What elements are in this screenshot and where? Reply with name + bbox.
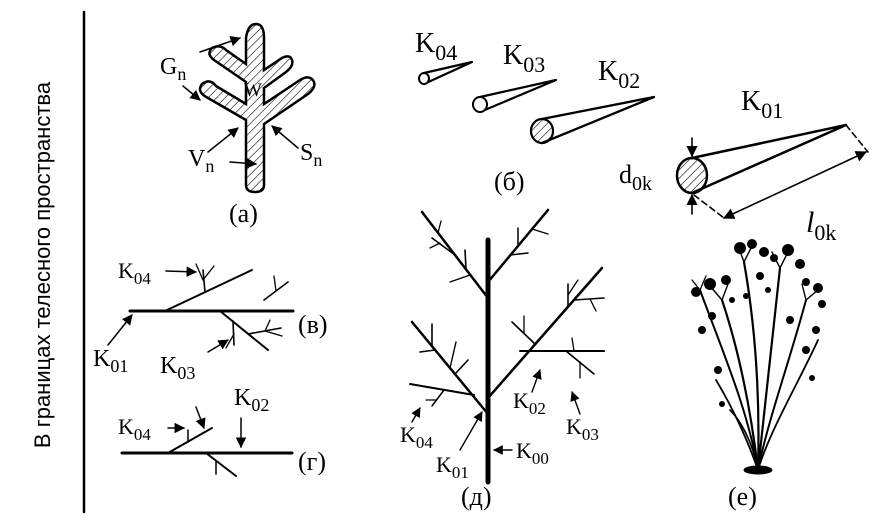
k01-arrow [107, 314, 133, 346]
panel-g: K04 K02 (г) [118, 385, 326, 477]
twig [573, 297, 605, 301]
twig [195, 263, 204, 281]
label-d-k00: K00 [516, 438, 549, 468]
cone-k04 [422, 60, 474, 86]
label-l0k: l0k [806, 206, 836, 245]
hatched-branch-shape [198, 22, 316, 194]
branch-k02-lower-left [409, 383, 475, 396]
panel-b: K04 K03 K02 K01 d0k l0k (б) [415, 28, 869, 245]
side-caption: В границах телесного пространства [30, 81, 55, 448]
k03-arrow [195, 406, 206, 429]
label-d-k01: K01 [436, 452, 469, 482]
label-k01: K01 [741, 86, 783, 123]
cone-k03 [478, 78, 558, 114]
branch-k02-up [164, 269, 253, 312]
label-d-k03: K03 [566, 414, 599, 444]
cone-k03-base [472, 96, 488, 113]
g-arrow [199, 36, 241, 53]
label-w: W [244, 80, 262, 101]
branch-k01-right [486, 266, 604, 400]
cone-k01 [690, 123, 848, 195]
twig [571, 337, 575, 352]
label-d-k04: K04 [400, 422, 433, 452]
label-v-k04: K04 [118, 258, 151, 288]
label-v: Vn [188, 146, 214, 176]
branch-k01-upper-right [486, 208, 550, 284]
label-k04: K04 [415, 28, 457, 65]
label-g-k02: K02 [234, 385, 269, 415]
caption-g: (г) [298, 447, 326, 476]
branch-k02-down [219, 310, 269, 351]
twig [264, 319, 271, 332]
label-k02: K02 [598, 56, 640, 93]
twig [431, 237, 456, 256]
twig [232, 320, 235, 346]
v-arrow-2 [229, 158, 258, 169]
length-extent-left [693, 194, 725, 219]
caption-d: (д) [461, 482, 492, 511]
twig [567, 279, 579, 296]
twig [202, 265, 215, 281]
panel-e: (е) [691, 239, 826, 511]
g-arrow-2 [182, 85, 201, 101]
k03-arrow [570, 391, 581, 415]
k04-arrow [411, 407, 421, 423]
label-d-k02: K02 [513, 388, 546, 418]
twig [437, 220, 442, 234]
k01-arrow [459, 411, 483, 451]
v-arrow [207, 127, 239, 153]
branch-k02 [205, 452, 237, 477]
caption-a: (а) [229, 199, 258, 228]
label-v-k03: K03 [160, 353, 195, 383]
cone-k02 [540, 95, 656, 145]
s-arrow [271, 125, 299, 149]
panel-v: K04 K01 K03 (в) [93, 258, 328, 383]
label-s: Sn [300, 140, 322, 170]
twig [531, 228, 549, 235]
k03-arrow [207, 339, 229, 353]
twig [431, 389, 445, 407]
caption-v: (в) [298, 310, 328, 339]
twig [429, 242, 441, 249]
length-arrow [722, 151, 868, 219]
k04-arrow [165, 266, 198, 277]
shrub-illustration [691, 239, 826, 475]
twig [589, 298, 597, 312]
twig [449, 341, 457, 369]
cone-k01-base [675, 156, 709, 195]
length-extent-right [845, 124, 869, 153]
label-g-k04: K04 [118, 414, 151, 444]
label-v-k01: K01 [93, 346, 128, 376]
twig [509, 252, 529, 256]
twig [419, 349, 436, 353]
label-k03: K03 [503, 40, 545, 77]
twig [202, 269, 206, 293]
caption-b: (б) [494, 167, 525, 196]
twig [464, 249, 467, 270]
branch-k03 [167, 427, 213, 454]
twig [454, 359, 469, 375]
twig [449, 274, 471, 283]
label-d0k: d0k [619, 160, 652, 195]
panel-d: K04 K01 K00 K02 K03 (д) [400, 208, 605, 511]
cone-k04-base [418, 72, 430, 85]
k02-arrow [531, 369, 542, 393]
label-g: Gn [160, 54, 186, 84]
twig [273, 275, 277, 292]
twig [264, 330, 283, 337]
cone-k02-base [529, 117, 555, 145]
panel-a: Gn W Vn Sn (а) [160, 22, 322, 228]
caption-e: (е) [728, 482, 757, 511]
